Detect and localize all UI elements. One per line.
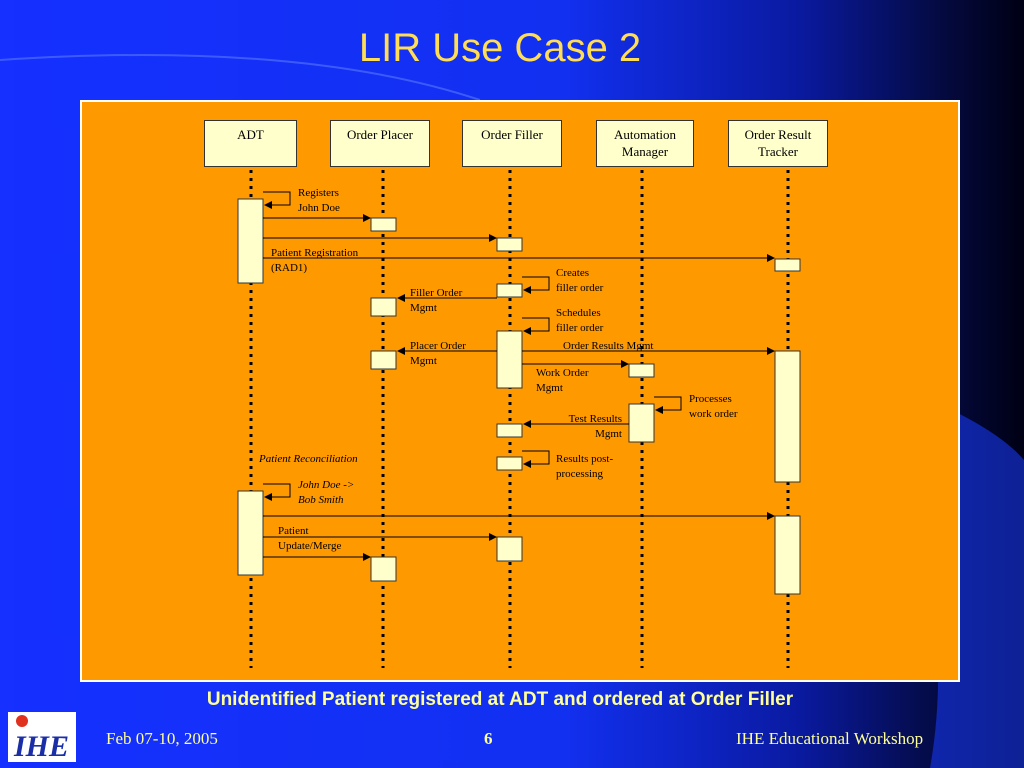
activation-filler-6 <box>496 536 523 562</box>
ihe-logo: IHE <box>8 712 76 763</box>
label-patient-reconciliation: Patient Reconciliation <box>259 453 358 465</box>
activation-placer-2 <box>370 297 397 317</box>
activation-filler-5 <box>496 456 523 471</box>
activation-placer-3 <box>370 350 397 370</box>
label-work-order-mgmt: Work Order Mgmt <box>536 367 589 394</box>
activation-placer-1 <box>370 217 397 232</box>
label-creates-filler-order: Creates filler order <box>556 267 604 294</box>
self-message-rename-patient <box>263 483 291 501</box>
label-test-results-mgmt: Test Results Mgmt <box>568 413 622 440</box>
self-message-results-post-processing <box>522 450 550 468</box>
actor-order-result-tracker-line2: Tracker <box>758 144 798 159</box>
actor-order-filler-label: Order Filler <box>481 127 543 142</box>
self-message-schedules-filler-order <box>522 317 550 335</box>
actor-order-filler: Order Filler <box>462 120 562 167</box>
self-message-registers <box>263 191 291 209</box>
activation-ort-2 <box>774 350 801 483</box>
slide-caption: Unidentified Patient registered at ADT a… <box>206 689 794 710</box>
activation-ort-3 <box>774 515 801 595</box>
actor-adt: ADT <box>204 120 297 167</box>
self-message-processes-work-order <box>654 396 682 414</box>
activation-filler-4 <box>496 423 523 438</box>
activation-placer-4 <box>370 556 397 582</box>
slide-title: LIR Use Case 2 <box>358 26 642 70</box>
footer-event: IHE Educational Workshop <box>736 729 924 748</box>
activation-filler-2 <box>496 283 523 298</box>
label-placer-order-mgmt: Placer Order Mgmt <box>410 340 466 367</box>
label-john-doe-bob-smith: John Doe -> Bob Smith <box>298 479 355 506</box>
activation-am-1 <box>628 363 655 378</box>
actor-order-placer: Order Placer <box>330 120 430 167</box>
label-processes-work-order: Processes work order <box>689 393 738 420</box>
label-filler-order-mgmt: Filler Order Mgmt <box>410 287 463 314</box>
activation-filler-3 <box>496 330 523 389</box>
activation-filler-1 <box>496 237 523 252</box>
actor-order-placer-label: Order Placer <box>346 127 414 142</box>
activation-am-2 <box>628 403 655 443</box>
ihe-logo-graphic: IHE <box>13 715 69 763</box>
label-order-results-mgmt: Order Results Mgmt <box>563 340 654 352</box>
label-results-post-processing: Results post- processing <box>556 453 614 480</box>
activation-adt-1 <box>237 198 264 284</box>
label-patient-registration: Patient Registration (RAD1) <box>271 247 359 274</box>
actor-order-result-tracker: Order Result Tracker <box>728 120 828 167</box>
actor-automation-manager-line2: Manager <box>621 144 669 159</box>
actor-order-result-tracker-line1: Order Result <box>744 127 812 142</box>
diagram-panel <box>80 100 960 682</box>
activation-ort-1 <box>774 258 801 272</box>
actor-automation-manager: Automation Manager <box>596 120 694 167</box>
ihe-logo-text: IHE <box>13 730 69 762</box>
actor-automation-manager-line1: Automation <box>613 127 677 142</box>
footer-date: Feb 07-10, 2005 <box>106 729 218 748</box>
label-patient-update-merge: Patient Update/Merge <box>278 525 342 552</box>
page-number: 6 <box>484 729 493 748</box>
label-registers-john-doe: Registers John Doe <box>298 187 340 214</box>
self-message-creates-filler-order <box>522 276 550 294</box>
activation-adt-2 <box>237 490 264 576</box>
actor-adt-label: ADT <box>237 127 264 142</box>
label-schedules-filler-order: Schedules filler order <box>556 307 604 334</box>
